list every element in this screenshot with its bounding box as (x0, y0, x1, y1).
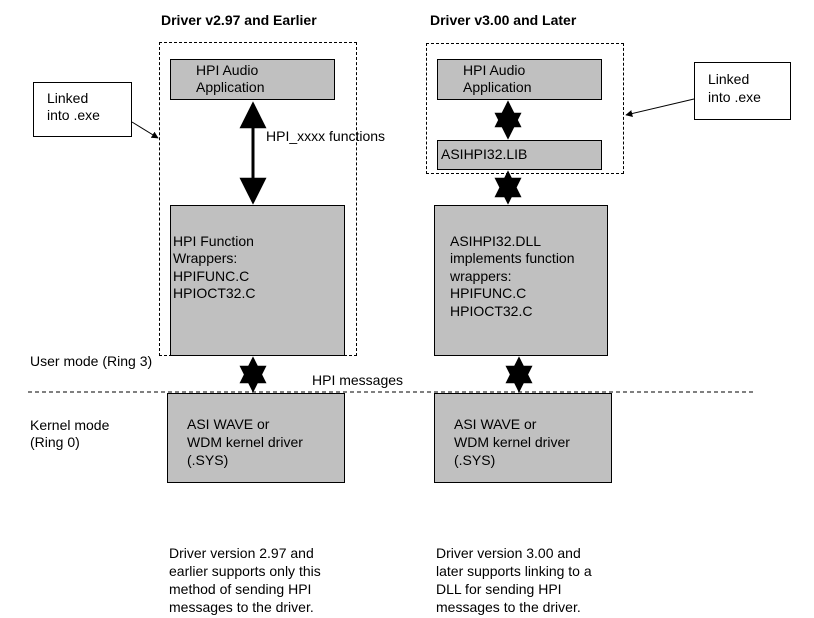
left-wrapper-line3: HPIFUNC.C (173, 268, 250, 284)
right-app-line1: HPI Audio (463, 62, 526, 78)
kernel-mode-line2: (Ring 0) (30, 434, 80, 450)
left-caption-line4: messages to the driver. (169, 599, 314, 615)
right-kernel-line2: WDM kernel driver (454, 434, 570, 450)
right-note-pointer (625, 98, 695, 117)
right-dll-line5: HPIOCT32.C (450, 303, 533, 319)
right-dll-box: ASIHPI32.DLL implements function wrapper… (434, 205, 608, 356)
kernel-mode-line1: Kernel mode (30, 417, 110, 433)
left-caption-line2: earlier supports only this (169, 563, 321, 579)
left-linked-line2: into .exe (47, 107, 100, 123)
right-dll-line4: HPIFUNC.C (450, 285, 527, 301)
right-app-line2: Application (463, 79, 532, 95)
left-caption-line1: Driver version 2.97 and (169, 545, 314, 561)
left-app-line2: Application (196, 79, 265, 95)
left-app-line1: HPI Audio (196, 62, 259, 78)
hpi-messages-label: HPI messages (312, 372, 404, 388)
left-note-pointer (131, 121, 159, 139)
left-wrapper-line4: HPIOCT32.C (173, 285, 256, 301)
user-mode-label: User mode (Ring 3) (30, 353, 153, 369)
left-kernel-line3: (.SYS) (187, 452, 229, 468)
left-wrapper-line2: Wrappers: (173, 250, 238, 266)
left-kernel-box: ASI WAVE or WDM kernel driver (.SYS) (167, 393, 345, 483)
right-dll-line1: ASIHPI32.DLL (450, 233, 542, 249)
right-caption-line4: messages to the driver. (436, 599, 581, 615)
left-app-box: HPI Audio Application (170, 59, 335, 100)
right-kernel-line1: ASI WAVE or (454, 416, 537, 432)
right-kernel-line3: (.SYS) (454, 452, 496, 468)
right-lib-label: ASIHPI32.LIB (441, 146, 528, 162)
right-linked-note: Linked into .exe (694, 62, 791, 120)
left-linked-note: Linked into .exe (33, 82, 132, 137)
right-app-box: HPI Audio Application (437, 59, 602, 100)
right-linked-line2: into .exe (708, 89, 761, 105)
left-caption-line3: method of sending HPI (169, 581, 312, 597)
hpi-functions-label: HPI_xxxx functions (266, 128, 386, 144)
left-heading: Driver v2.97 and Earlier (161, 12, 317, 28)
right-linked-line1: Linked (708, 71, 750, 87)
right-kernel-box: ASI WAVE or WDM kernel driver (.SYS) (434, 393, 612, 483)
left-linked-line1: Linked (47, 90, 89, 106)
right-caption-line1: Driver version 3.00 and (436, 545, 581, 561)
right-dll-line3: wrappers: (450, 268, 512, 284)
right-dll-line2: implements function (450, 250, 575, 266)
left-kernel-line1: ASI WAVE or (187, 416, 270, 432)
right-heading: Driver v3.00 and Later (430, 12, 577, 28)
right-lib-box: ASIHPI32.LIB (437, 140, 602, 170)
left-kernel-line2: WDM kernel driver (187, 434, 303, 450)
left-wrapper-line1: HPI Function (173, 233, 254, 249)
right-caption-line2: later supports linking to a (436, 563, 592, 579)
right-caption-line3: DLL for sending HPI (436, 581, 562, 597)
left-wrapper-box: HPI Function Wrappers: HPIFUNC.C HPIOCT3… (170, 205, 345, 356)
right-exe-group (426, 43, 624, 174)
